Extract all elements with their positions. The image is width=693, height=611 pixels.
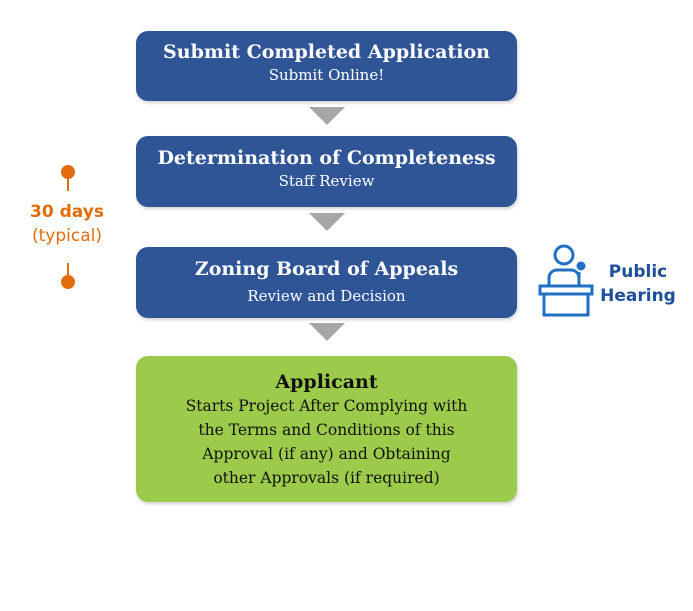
- timeline-duration: 30 days: [30, 202, 104, 222]
- step-subtitle: Submit Online!: [268, 66, 385, 84]
- step-title: Submit Completed Application: [163, 41, 490, 63]
- step-description-line: other Approvals (if required): [213, 469, 440, 487]
- step-title: Zoning Board of Appeals: [194, 258, 459, 280]
- step-zoning-board-of-appeals: Zoning Board of Appeals Review and Decis…: [136, 247, 517, 318]
- public-hearing-label-line2: Hearing: [600, 286, 676, 306]
- flow-arrow-down-icon: [309, 213, 345, 231]
- step-title: Applicant: [275, 371, 378, 393]
- timeline-start-stem: [67, 177, 69, 191]
- step-determination-of-completeness: Determination of Completeness Staff Revi…: [136, 136, 517, 207]
- timeline-start-dot-icon: [61, 165, 75, 179]
- timeline-end-stem: [67, 263, 69, 277]
- step-applicant: Applicant Starts Project After Complying…: [136, 356, 517, 502]
- public-hearing-label-line1: Public: [608, 262, 668, 282]
- flow-arrow-down-icon: [309, 323, 345, 341]
- step-subtitle: Staff Review: [278, 172, 375, 190]
- step-description-line: Starts Project After Complying with: [185, 397, 468, 415]
- podium-speaker-icon: [538, 244, 594, 317]
- timeline-note: (typical): [32, 226, 102, 246]
- flow-arrow-down-icon: [309, 107, 345, 125]
- step-description-line: Approval (if any) and Obtaining: [202, 445, 451, 463]
- step-subtitle: Review and Decision: [247, 287, 406, 305]
- step-title: Determination of Completeness: [157, 147, 496, 169]
- step-description-line: the Terms and Conditions of this: [198, 421, 455, 439]
- step-submit-application: Submit Completed Application Submit Onli…: [136, 31, 517, 101]
- timeline-end-dot-icon: [61, 275, 75, 289]
